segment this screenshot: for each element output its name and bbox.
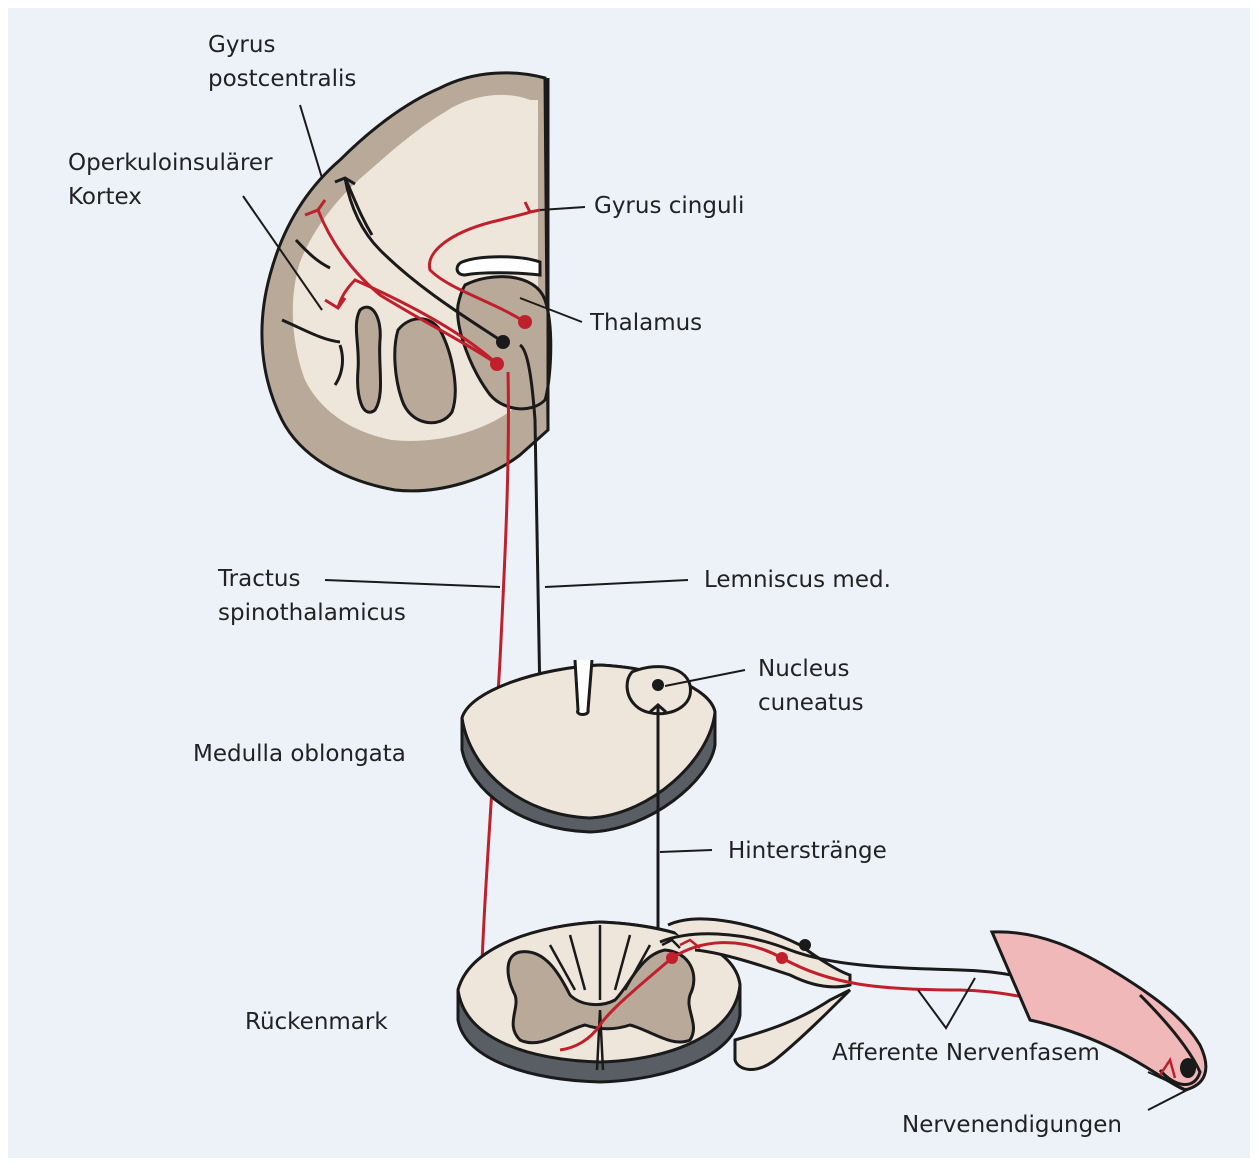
label-nervenendigungen: Nervenendigungen <box>902 1108 1122 1142</box>
thalamic-neuron-lemniscal <box>496 335 510 349</box>
label-nucleus-cuneatus: Nucleus cuneatus <box>758 652 864 720</box>
label-gyrus-postcentralis: Gyrus postcentralis <box>208 28 356 96</box>
label-medulla-oblongata: Medulla oblongata <box>193 737 406 771</box>
label-tractus-spinothalamicus: Tractus spinothalamicus <box>218 562 406 630</box>
label-gyrus-cinguli: Gyrus cinguli <box>594 189 744 223</box>
label-rueckenmark: Rückenmark <box>245 1005 388 1039</box>
dorsal-horn-neuron <box>666 952 678 964</box>
label-hinterstraenge: Hinterstränge <box>728 834 887 868</box>
thalamic-neuron-spinothalamic <box>518 315 532 329</box>
thalamic-neuron-spinothalamic <box>490 357 504 371</box>
medulla-fissure <box>575 660 592 715</box>
medulla-section <box>462 660 715 832</box>
nucleus-cuneatus-neuron <box>652 679 664 691</box>
lateral-ventricle <box>457 257 540 275</box>
label-thalamus: Thalamus <box>590 306 702 340</box>
nerve-ending-cross-section <box>1180 1058 1196 1078</box>
label-afferente-nervenfasern: Afferente Nervenfasem <box>832 1036 1100 1070</box>
dorsal-root-ganglion-neuron <box>799 939 811 951</box>
label-lemniscus-med: Lemniscus med. <box>704 563 891 597</box>
basal-ganglia <box>356 307 380 412</box>
spinal-cord-section <box>458 919 850 1082</box>
label-operkuloinsularer-kortex: Operkuloinsulärer Kortex <box>68 146 273 214</box>
